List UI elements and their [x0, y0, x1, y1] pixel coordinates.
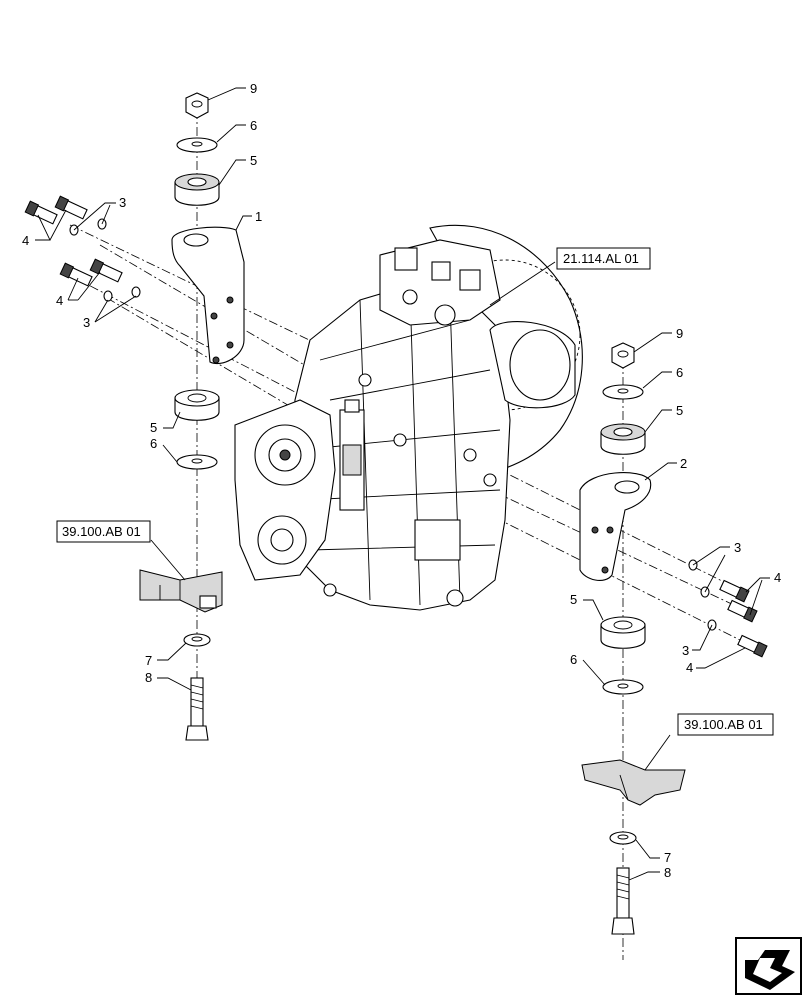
- callout-9-top: 9: [250, 81, 257, 96]
- hex-nut-top: [185, 92, 209, 119]
- washer-right-top: [602, 384, 644, 400]
- callout-4-a: 4: [22, 233, 29, 248]
- callout-2: 2: [680, 456, 687, 471]
- hex-nut-right: [611, 342, 635, 369]
- callout-3-r2: 3: [682, 643, 689, 658]
- callout-6-rlow: 6: [570, 652, 577, 667]
- ref-transmission-label: 21.114.AL 01: [563, 251, 639, 266]
- callout-4-b: 4: [56, 293, 63, 308]
- callout-5-right: 5: [676, 403, 683, 418]
- callout-1: 1: [255, 209, 262, 224]
- callout-5-left: 5: [150, 420, 157, 435]
- washer-right-lower: [602, 679, 644, 695]
- callout-3-b: 3: [83, 315, 90, 330]
- callout-9-right: 9: [676, 326, 683, 341]
- transmission-housing: [234, 224, 583, 611]
- callout-8-right: 8: [664, 865, 671, 880]
- callout-7-right: 7: [664, 850, 671, 865]
- callout-6-left: 6: [150, 436, 157, 451]
- callout-7-left: 7: [145, 653, 152, 668]
- frame-bracket-right: [581, 759, 686, 806]
- mount-bracket-1: [171, 226, 245, 364]
- mount-bracket-2: [579, 472, 652, 581]
- callout-6-right: 6: [676, 365, 683, 380]
- washer-lower: [176, 454, 218, 470]
- right-mount-stack: [579, 342, 768, 935]
- callout-labels: 9 6 5 1 3 4 4 3 5 6 7 8 9 6 5 2 3 4 3 4 …: [22, 81, 781, 880]
- callout-4-r2: 4: [686, 660, 693, 675]
- next-page-arrow-icon[interactable]: [735, 937, 802, 995]
- callout-3-r1: 3: [734, 540, 741, 555]
- callout-4-r1: 4: [774, 570, 781, 585]
- ref-box-bracket-right[interactable]: 39.100.AB 01: [677, 713, 774, 736]
- washer-7-right: [609, 831, 637, 845]
- washer-7-left: [183, 633, 211, 647]
- ref-bracket-right-label: 39.100.AB 01: [684, 717, 763, 732]
- left-mount-stack: [24, 92, 245, 741]
- washer-top: [176, 137, 218, 153]
- callout-8-left: 8: [145, 670, 152, 685]
- callout-6-top: 6: [250, 118, 257, 133]
- ref-bracket-left-label: 39.100.AB 01: [62, 524, 141, 539]
- callout-5-top: 5: [250, 153, 257, 168]
- ref-box-transmission[interactable]: 21.114.AL 01: [556, 247, 651, 270]
- leader-lines: [35, 87, 770, 881]
- callout-5-rlow: 5: [570, 592, 577, 607]
- callout-3-a: 3: [119, 195, 126, 210]
- ref-box-bracket-left[interactable]: 39.100.AB 01: [56, 520, 151, 543]
